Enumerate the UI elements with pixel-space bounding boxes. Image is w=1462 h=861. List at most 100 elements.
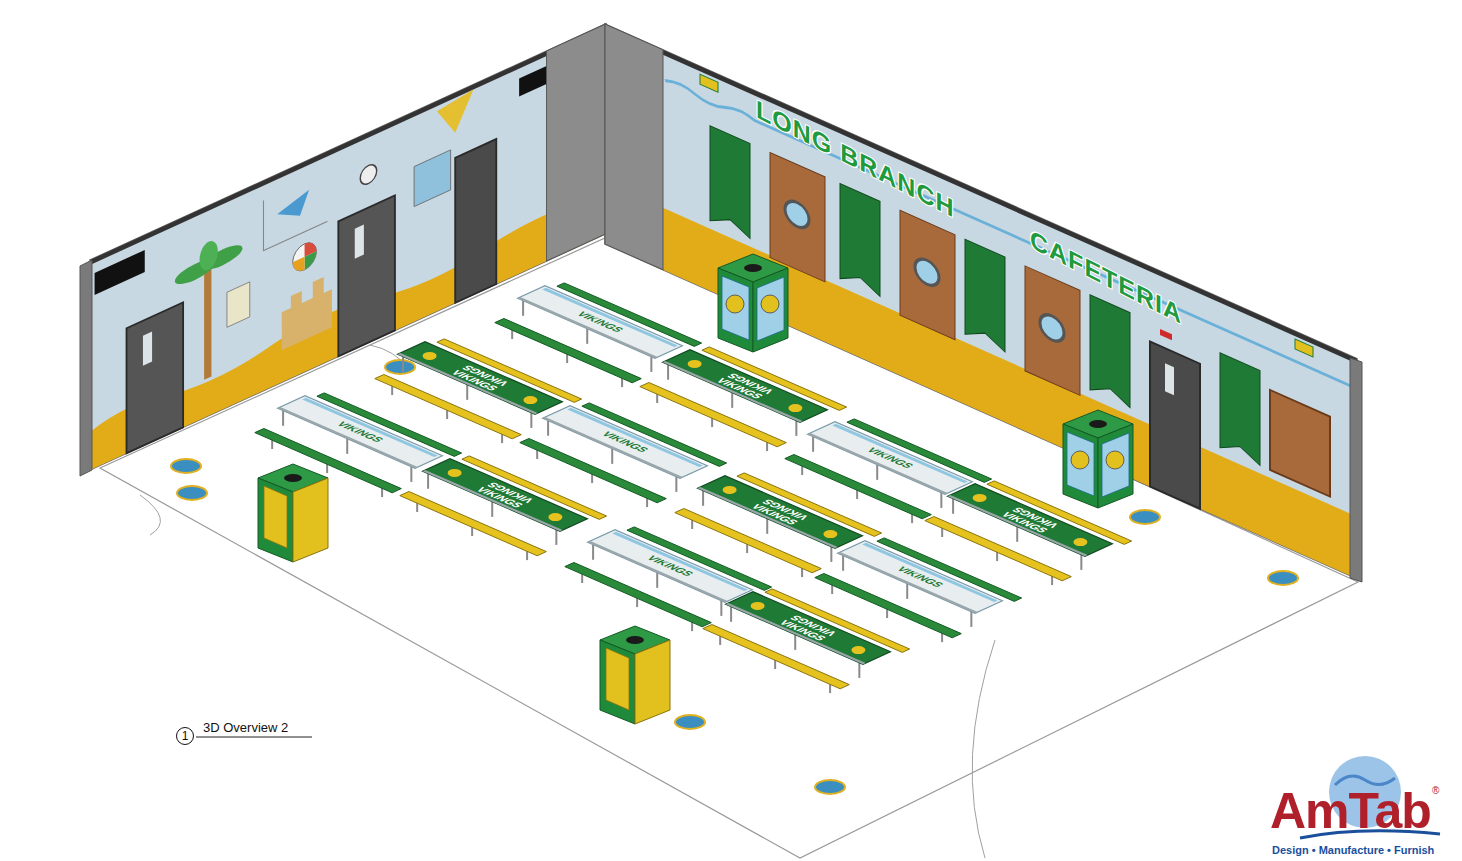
trash-bin bbox=[600, 626, 670, 724]
floor-marker bbox=[1130, 510, 1160, 524]
table-emblem bbox=[723, 486, 737, 494]
table-leg bbox=[586, 328, 588, 344]
floor-marker bbox=[1268, 571, 1298, 585]
table-edge bbox=[726, 603, 866, 664]
table-leg bbox=[466, 384, 468, 400]
table-leg bbox=[611, 448, 613, 464]
table-leg bbox=[812, 436, 814, 452]
cafeteria-table bbox=[400, 456, 607, 560]
left-wall bbox=[360, 162, 376, 188]
right-wall bbox=[710, 126, 750, 239]
left-wall bbox=[143, 332, 152, 366]
cafeteria-table bbox=[495, 283, 702, 387]
table-leg bbox=[952, 498, 954, 514]
table-top bbox=[948, 484, 1113, 557]
table-stripe bbox=[542, 288, 678, 347]
table-leg bbox=[842, 555, 844, 571]
right-wall bbox=[965, 239, 1005, 352]
cafeteria-table bbox=[565, 527, 772, 631]
table-leg bbox=[530, 412, 532, 428]
trash-bin bbox=[1063, 410, 1133, 508]
right-wall bbox=[1165, 363, 1174, 395]
right-wall bbox=[1270, 390, 1330, 497]
table-leg bbox=[427, 473, 429, 489]
caption-underline bbox=[196, 737, 312, 738]
right-wall bbox=[1090, 295, 1130, 408]
table-emblem bbox=[448, 469, 462, 477]
left-wall bbox=[227, 282, 250, 327]
left-wall bbox=[95, 250, 145, 295]
table-leg bbox=[1080, 554, 1082, 570]
left-wall bbox=[293, 238, 317, 275]
table-top bbox=[808, 422, 973, 495]
left-wall bbox=[282, 289, 332, 350]
registered-mark: ® bbox=[1432, 786, 1439, 796]
right-wall bbox=[785, 197, 809, 232]
floor-arc bbox=[972, 640, 995, 858]
callout-number: 1 bbox=[176, 727, 194, 745]
table-leg bbox=[858, 662, 860, 678]
left-wall bbox=[547, 24, 606, 261]
left-wall bbox=[200, 237, 218, 273]
table-stripe bbox=[832, 424, 968, 483]
table-edge bbox=[398, 353, 538, 414]
table-leg bbox=[656, 572, 658, 588]
wall-end bbox=[80, 260, 92, 476]
left-wall bbox=[90, 24, 606, 470]
table-leg bbox=[830, 546, 832, 562]
right-wall bbox=[605, 24, 663, 270]
left-wall bbox=[338, 195, 395, 356]
floor-marker bbox=[171, 459, 201, 473]
right-wall bbox=[785, 197, 1064, 345]
table-leg bbox=[547, 420, 549, 436]
table-top bbox=[423, 459, 588, 532]
table-top bbox=[588, 530, 753, 603]
floor-marker bbox=[177, 486, 207, 500]
table-leg bbox=[794, 634, 796, 650]
table-leg bbox=[410, 466, 412, 482]
table-leg bbox=[731, 392, 733, 408]
right-wall bbox=[1040, 311, 1064, 346]
table-leg bbox=[346, 438, 348, 454]
table-leg bbox=[522, 300, 524, 316]
cafeteria-table bbox=[375, 339, 582, 443]
table-top bbox=[398, 342, 563, 415]
trash-bin bbox=[258, 464, 328, 562]
right-wall bbox=[605, 24, 1357, 579]
left-wall bbox=[437, 89, 474, 141]
table-top bbox=[543, 406, 708, 479]
table-leg bbox=[730, 606, 732, 622]
floor-arc bbox=[140, 495, 160, 535]
floor-marker bbox=[385, 360, 415, 374]
table-emblem bbox=[788, 404, 802, 412]
right-wall bbox=[605, 24, 1357, 364]
table-top bbox=[518, 286, 683, 359]
table-emblem bbox=[1073, 538, 1087, 546]
right-wall bbox=[1295, 339, 1313, 357]
right-wall bbox=[1150, 342, 1200, 509]
table-stripe bbox=[302, 398, 438, 457]
right-wall bbox=[605, 24, 1357, 579]
logo-tagline: Design • Manufacture • Furnish bbox=[1272, 845, 1434, 856]
table-emblem bbox=[973, 494, 987, 502]
cafeteria-table bbox=[703, 589, 910, 693]
view-caption: 3D Overview 2 bbox=[203, 721, 288, 734]
left-wall bbox=[277, 190, 309, 227]
table-emblem bbox=[548, 513, 562, 521]
left-wall bbox=[90, 186, 606, 470]
table-leg bbox=[592, 544, 594, 560]
right-wall bbox=[900, 210, 955, 339]
logo-globe bbox=[1335, 776, 1395, 785]
table-leg bbox=[876, 464, 878, 480]
right-wall bbox=[1025, 266, 1080, 395]
left-wall bbox=[293, 257, 305, 275]
table-leg bbox=[940, 492, 942, 508]
left-wall bbox=[204, 266, 211, 379]
floor-marker bbox=[815, 780, 845, 794]
logo-wordmark: AmTab bbox=[1270, 786, 1431, 836]
table-emblem bbox=[823, 530, 837, 538]
table-stripe bbox=[862, 543, 998, 602]
table-edge bbox=[663, 361, 803, 422]
left-wall bbox=[305, 251, 317, 269]
table-top bbox=[726, 592, 891, 665]
